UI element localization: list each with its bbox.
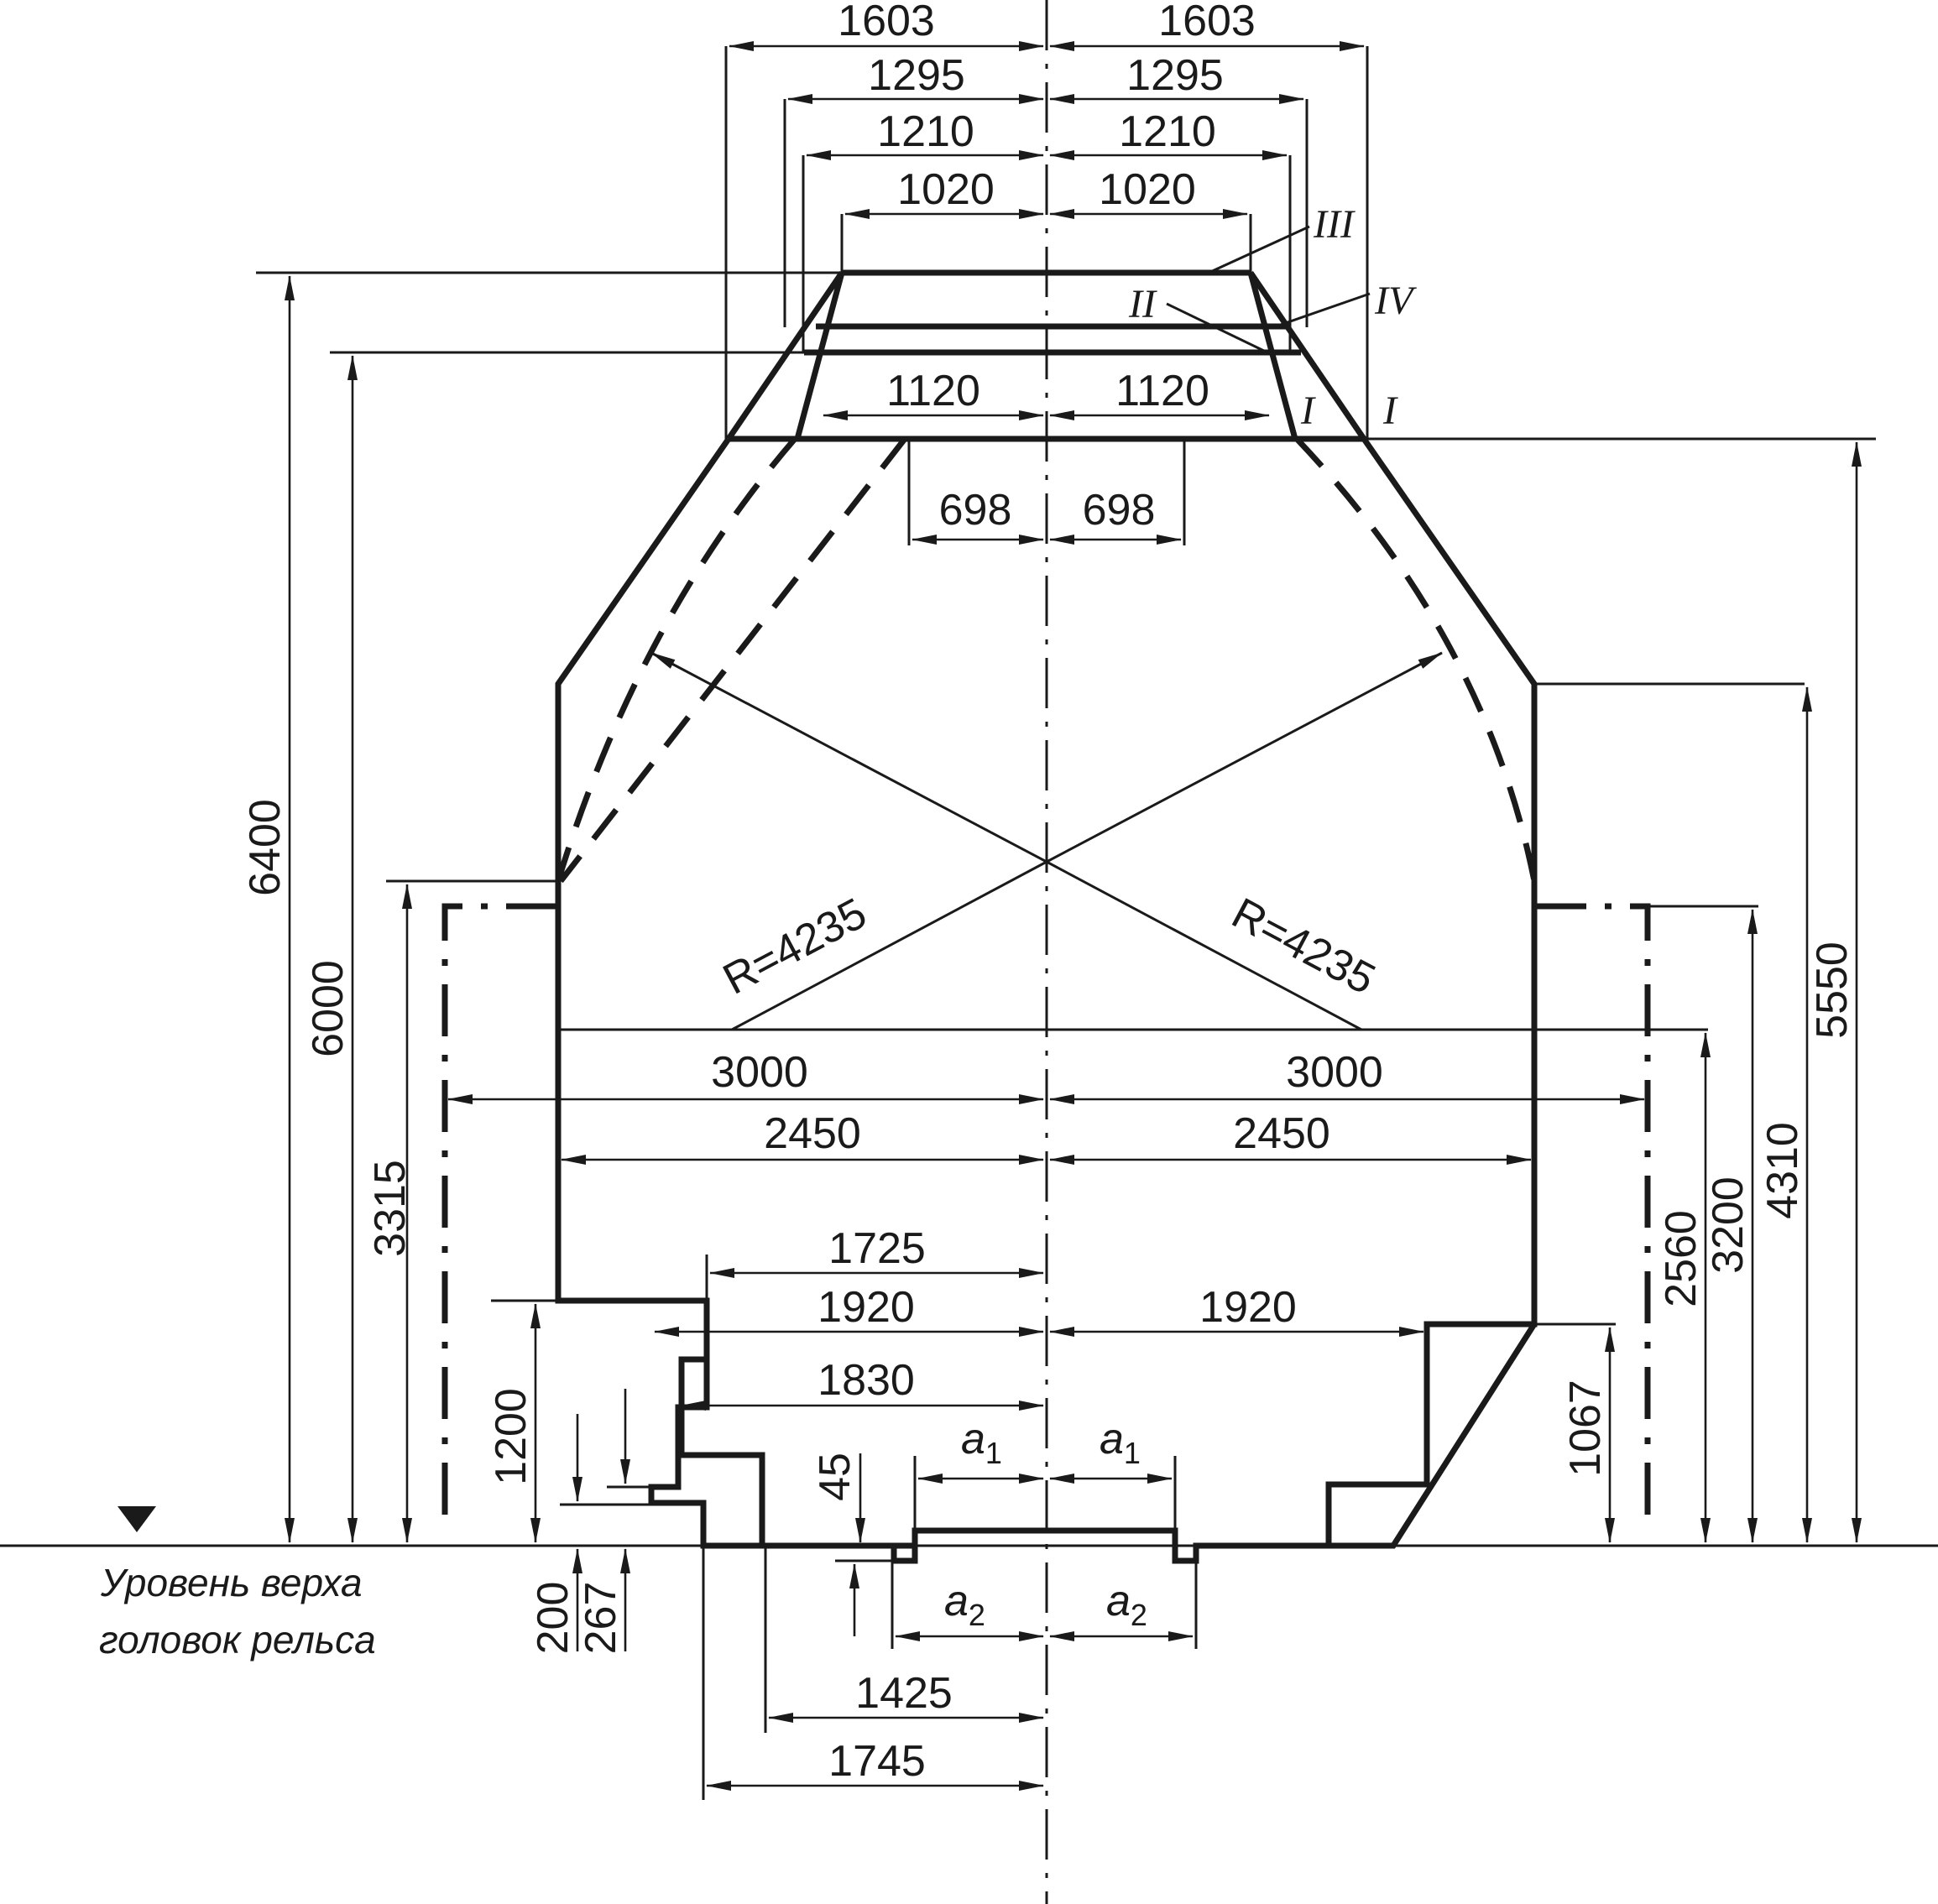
dim-1295-right-label: 1295 xyxy=(1126,51,1224,100)
dim-1020-right-label: 1020 xyxy=(1099,165,1196,214)
dim-a2-right-label: a2 xyxy=(1106,1577,1147,1632)
dashed-contour-right xyxy=(1294,436,1538,882)
contour-right-slope-outer xyxy=(1248,271,1366,441)
dim-1745-label: 1745 xyxy=(828,1737,926,1786)
dim-3315-label: 3315 xyxy=(366,1160,415,1257)
dim-a2-left-label: a2 xyxy=(944,1577,985,1632)
dashdot-contour-left xyxy=(441,903,558,1521)
dim-3200-label: 3200 xyxy=(1704,1176,1753,1274)
contour-label-II: II xyxy=(1128,282,1157,326)
contour-IV-leader xyxy=(1275,292,1371,328)
dim-1120-left-label: 1120 xyxy=(886,367,980,415)
left-rail-step xyxy=(768,1527,1393,1564)
dim-3000-right-label: 3000 xyxy=(1286,1048,1383,1097)
contour-left-slope-outer xyxy=(726,271,844,441)
dim-698-right-label: 698 xyxy=(1083,486,1156,535)
contour-label-IV: IV xyxy=(1374,279,1417,323)
radius-line-right xyxy=(1046,651,1443,863)
rail-level-caption-line1: Уровень верха xyxy=(100,1561,363,1604)
dim-1920-left-label: 1920 xyxy=(818,1283,915,1332)
dim-1425-label: 1425 xyxy=(855,1669,953,1718)
left-inner-step xyxy=(703,1359,710,1405)
dim-45-label: 45 xyxy=(811,1453,859,1501)
contour-label-III: III xyxy=(1313,202,1356,247)
radius-label-right: R=4235 xyxy=(1224,889,1382,1004)
dim-1603-right-label: 1603 xyxy=(1158,0,1256,45)
rail-level-caption-line2: головок рельса xyxy=(99,1618,376,1661)
dashed-contour-left-outer xyxy=(555,436,797,883)
left-lower-steps xyxy=(558,1297,768,1549)
radius-label-left: R=4235 xyxy=(715,889,874,1004)
dim-1210-right-label: 1210 xyxy=(1119,107,1216,156)
radius-leader-right xyxy=(1046,860,1362,1031)
dim-1210-left-label: 1210 xyxy=(877,107,974,156)
contour-II-leader xyxy=(1166,302,1268,354)
dashed-contour-left-inner xyxy=(558,436,907,884)
dim-6400-label: 6400 xyxy=(241,799,290,896)
dim-4310-label: 4310 xyxy=(1758,1122,1807,1219)
contour-left-slope-inner xyxy=(794,272,845,440)
dim-1120-right-label: 1120 xyxy=(1115,367,1209,415)
dim-2450-right-label: 2450 xyxy=(1233,1109,1330,1158)
dim-1020-left-label: 1020 xyxy=(897,165,995,214)
dim-267-label: 267 xyxy=(577,1582,625,1655)
dim-1067-label: 1067 xyxy=(1561,1380,1610,1477)
dim-3000-left-label: 3000 xyxy=(711,1048,808,1097)
dim-5550-label: 5550 xyxy=(1808,942,1857,1039)
dim-a1-left-label: a1 xyxy=(961,1415,1002,1470)
dim-a1-right-label: a1 xyxy=(1100,1415,1141,1470)
radius-leader-left xyxy=(731,860,1047,1031)
dim-1830-label: 1830 xyxy=(818,1356,915,1405)
dim-1295-left-label: 1295 xyxy=(868,51,965,100)
contour-label-I-inner: I xyxy=(1300,389,1316,433)
contour-right-slope-inner xyxy=(1247,272,1298,440)
contour-label-I-outer: I xyxy=(1382,389,1398,433)
dim-1603-left-label: 1603 xyxy=(838,0,935,45)
dim-200-label: 200 xyxy=(529,1582,577,1655)
dim-698-left-label: 698 xyxy=(939,486,1012,535)
contour-III-leader xyxy=(1208,225,1310,274)
dim-6000-label: 6000 xyxy=(304,960,353,1057)
radius-line-left xyxy=(650,651,1047,863)
dim-1725-label: 1725 xyxy=(828,1224,926,1273)
dim-1920-right-label: 1920 xyxy=(1199,1283,1297,1332)
dim-2560-label: 2560 xyxy=(1657,1210,1706,1307)
dim-2450-left-label: 2450 xyxy=(764,1109,861,1158)
rail-level-marker-icon xyxy=(118,1506,156,1532)
dim-1200-label: 1200 xyxy=(487,1388,535,1485)
